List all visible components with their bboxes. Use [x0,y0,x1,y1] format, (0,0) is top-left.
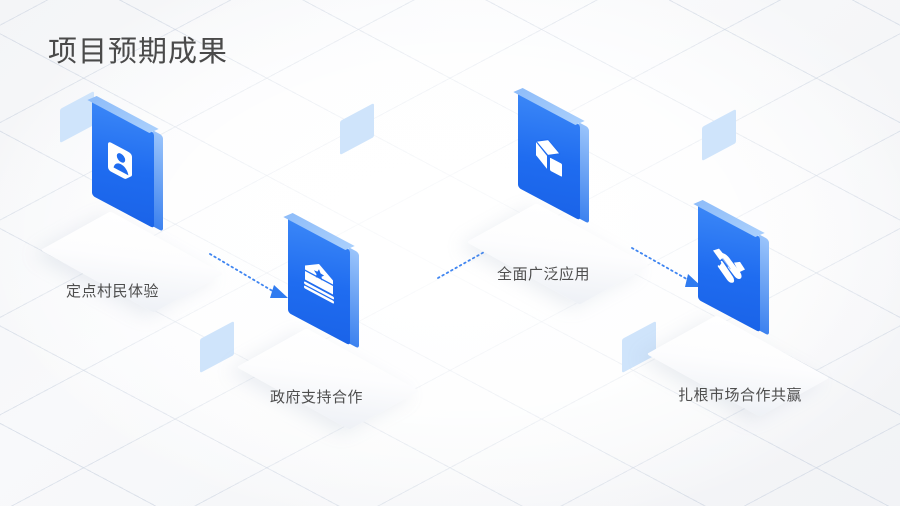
flow-node-2-label: 政府支持合作 [270,389,364,406]
decorative-tile [622,320,656,374]
flow-node-3[interactable] [466,87,668,305]
node-card-side-edge [349,247,359,349]
decorative-tile [340,102,374,156]
node-card-side-edge [579,122,589,224]
node-card-side-edge [153,130,163,232]
node-card-side-edge [759,234,769,336]
flow-node-1-label: 定点村民体验 [66,283,160,300]
flow-node-1[interactable] [40,95,242,313]
page-title: 项目预期成果 [48,36,229,68]
node-base-plate [236,328,420,430]
node-base-plate [466,203,650,305]
flow-node-4-label: 扎根市场合作共赢 [678,387,803,404]
decorative-tile [702,108,736,162]
flow-node-3-label: 全面广泛应用 [497,266,591,283]
flow-node-2[interactable] [236,212,438,430]
decorative-tile [200,320,234,374]
flow-node-4[interactable] [646,199,848,417]
